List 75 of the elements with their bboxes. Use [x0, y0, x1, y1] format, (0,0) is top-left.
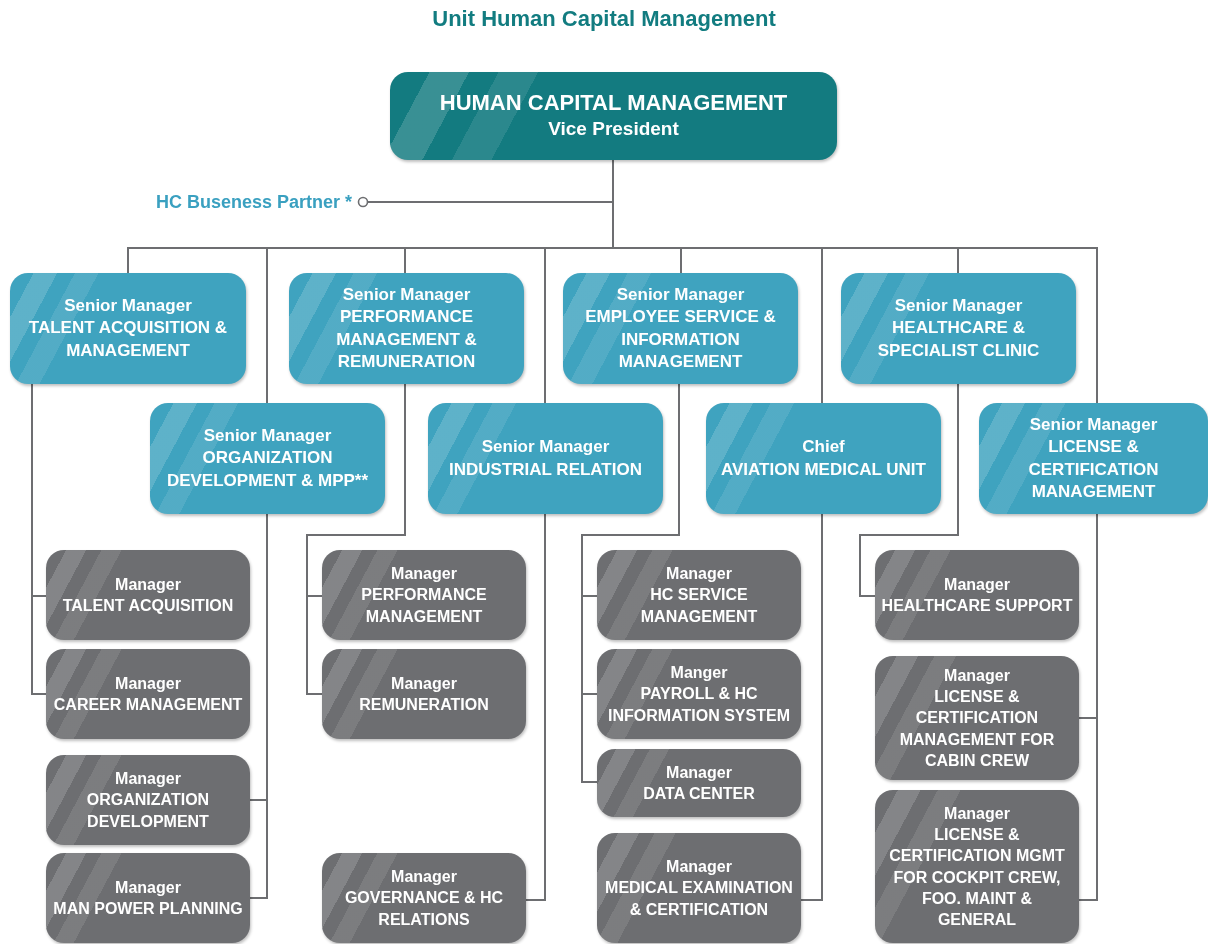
chart-title: Unit Human Capital Management — [431, 6, 777, 32]
unit-name: DATA CENTER — [643, 784, 755, 804]
unit-name: LICENSE & CERTIFICATION MGMT FOR COCKPIT CREW, FOO. MAINT & GENERAL — [888, 825, 1066, 930]
unit-name: ORGANIZATION DEVELOPMENT — [85, 790, 211, 832]
role-title: Manager — [391, 867, 457, 888]
unit-box — [597, 749, 801, 817]
department-box — [563, 273, 798, 384]
unit-name: LICENSE & CERTIFICATION MANAGEMENT — [1027, 436, 1160, 503]
unit-name: HC SERVICE MANAGEMENT — [639, 585, 759, 627]
unit-name: GOVERNANCE & HC RELATIONS — [343, 888, 505, 930]
role-title: Senior Manager — [203, 425, 332, 448]
role-title: Manager — [115, 877, 181, 898]
role-title: Senior Manager — [481, 436, 610, 459]
role-title: Manager — [944, 666, 1010, 687]
unit-name: ORGANIZATION DEVELOPMENT & MPP** — [165, 447, 370, 492]
unit-name: LICENSE & CERTIFICATION MANAGEMENT FOR CABIN CREW — [898, 687, 1056, 771]
unit-box — [46, 649, 250, 739]
role-title: Manager — [391, 673, 457, 694]
role-title: Manger — [670, 663, 728, 684]
unit-name: PERFORMANCE MANAGEMENT — [360, 585, 488, 627]
role-title: Manager — [115, 769, 181, 790]
department-box — [841, 273, 1076, 384]
unit-name: MEDICAL EXAMINATION & CERTIFICATION — [604, 878, 794, 920]
unit-box — [875, 656, 1079, 780]
role-title: Senior Manager — [616, 284, 745, 307]
unit-box — [46, 550, 250, 640]
role-title: Manager — [944, 804, 1010, 825]
role-title: Manager — [115, 673, 181, 694]
role-title: Manager — [666, 564, 732, 585]
role-title: Manager — [115, 574, 181, 595]
role-title: Senior Manager — [894, 295, 1023, 318]
unit-box — [597, 833, 801, 943]
role-title: Manager — [666, 762, 732, 783]
unit-name: TALENT ACQUISITION — [62, 596, 234, 616]
unit-box — [875, 790, 1079, 943]
role-title: Senior Manager — [64, 295, 192, 318]
role-title: Manager — [666, 857, 732, 878]
executive-box — [390, 72, 837, 160]
unit-name: AVIATION MEDICAL UNIT — [721, 458, 926, 481]
unit-box — [322, 853, 526, 943]
unit-name: CAREER MANAGEMENT — [53, 695, 243, 715]
role-title: Chief — [802, 436, 845, 459]
unit-box — [875, 550, 1079, 640]
unit-name: PAYROLL & HC INFORMATION SYSTEM — [607, 684, 791, 726]
role-title: HUMAN CAPITAL MANAGEMENT — [439, 90, 788, 117]
department-box — [706, 403, 941, 514]
unit-box — [322, 649, 526, 739]
unit-box — [597, 649, 801, 739]
department-box — [289, 273, 524, 384]
unit-box — [46, 755, 250, 845]
role-title: Senior Manager — [342, 284, 471, 307]
department-box — [979, 403, 1208, 514]
unit-name: Vice President — [548, 116, 679, 141]
department-box — [150, 403, 385, 514]
unit-name: PERFORMANCE MANAGEMENT & REMUNERATION — [335, 306, 478, 373]
department-box — [428, 403, 663, 514]
unit-box — [597, 550, 801, 640]
unit-box — [46, 853, 250, 943]
unit-box — [322, 550, 526, 640]
unit-name: HEALTHCARE SUPPORT — [881, 596, 1073, 616]
unit-name: HEALTHCARE & SPECIALIST CLINIC — [876, 317, 1041, 362]
department-box — [10, 273, 246, 384]
unit-name: MAN POWER PLANNING — [53, 899, 243, 919]
connector-line — [525, 513, 546, 901]
unit-name: TALENT ACQUISITION & MANAGEMENT — [27, 317, 229, 362]
role-title: Senior Manager — [1029, 414, 1158, 437]
unit-name: INDUSTRIAL RELATION — [449, 458, 642, 481]
connector-line — [31, 383, 47, 695]
connector-line — [859, 383, 959, 597]
unit-name: EMPLOYEE SERVICE & INFORMATION MANAGEMENT — [584, 306, 777, 373]
partner-label: HC Buseness Partner * — [110, 188, 352, 216]
role-title: Manager — [944, 574, 1010, 595]
role-title: Manager — [391, 564, 457, 585]
unit-name: REMUNERATION — [359, 695, 489, 715]
connector-line — [800, 513, 823, 901]
